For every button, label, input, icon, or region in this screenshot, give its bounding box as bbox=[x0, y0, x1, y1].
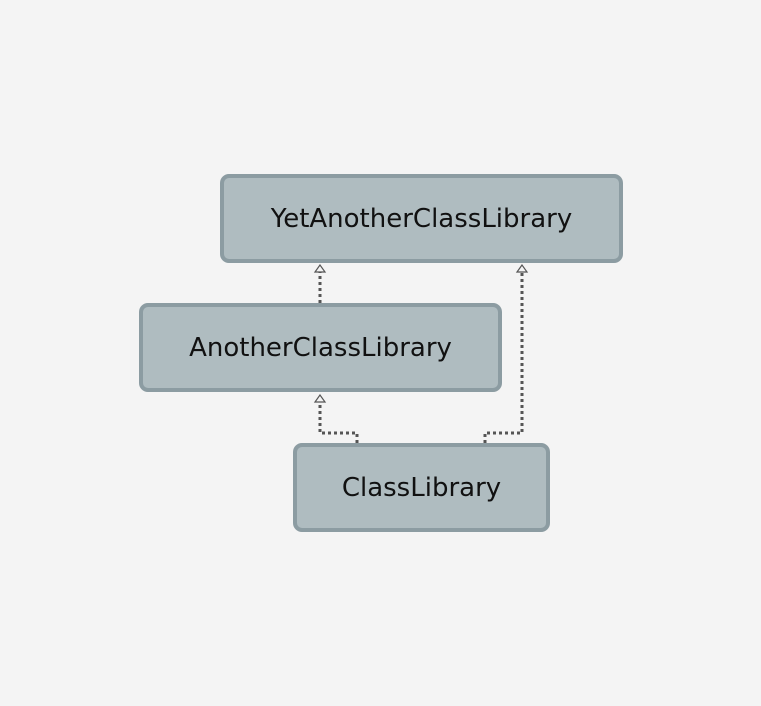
node-another-class-library[interactable]: AnotherClassLibrary bbox=[139, 303, 502, 392]
node-yet-another-class-library[interactable]: YetAnotherClassLibrary bbox=[220, 174, 623, 263]
node-label: YetAnotherClassLibrary bbox=[270, 203, 573, 234]
node-label: AnotherClassLibrary bbox=[189, 332, 452, 363]
node-label: ClassLibrary bbox=[341, 472, 502, 503]
edge-another-to-yet-another bbox=[313, 263, 327, 303]
edge-class-library-to-another bbox=[313, 393, 359, 443]
arrowhead-icon bbox=[313, 393, 327, 403]
edge-class-library-to-yet-another bbox=[483, 263, 529, 443]
arrowhead-icon bbox=[515, 263, 529, 273]
node-class-library[interactable]: ClassLibrary bbox=[293, 443, 550, 532]
arrowhead-icon bbox=[313, 263, 327, 273]
